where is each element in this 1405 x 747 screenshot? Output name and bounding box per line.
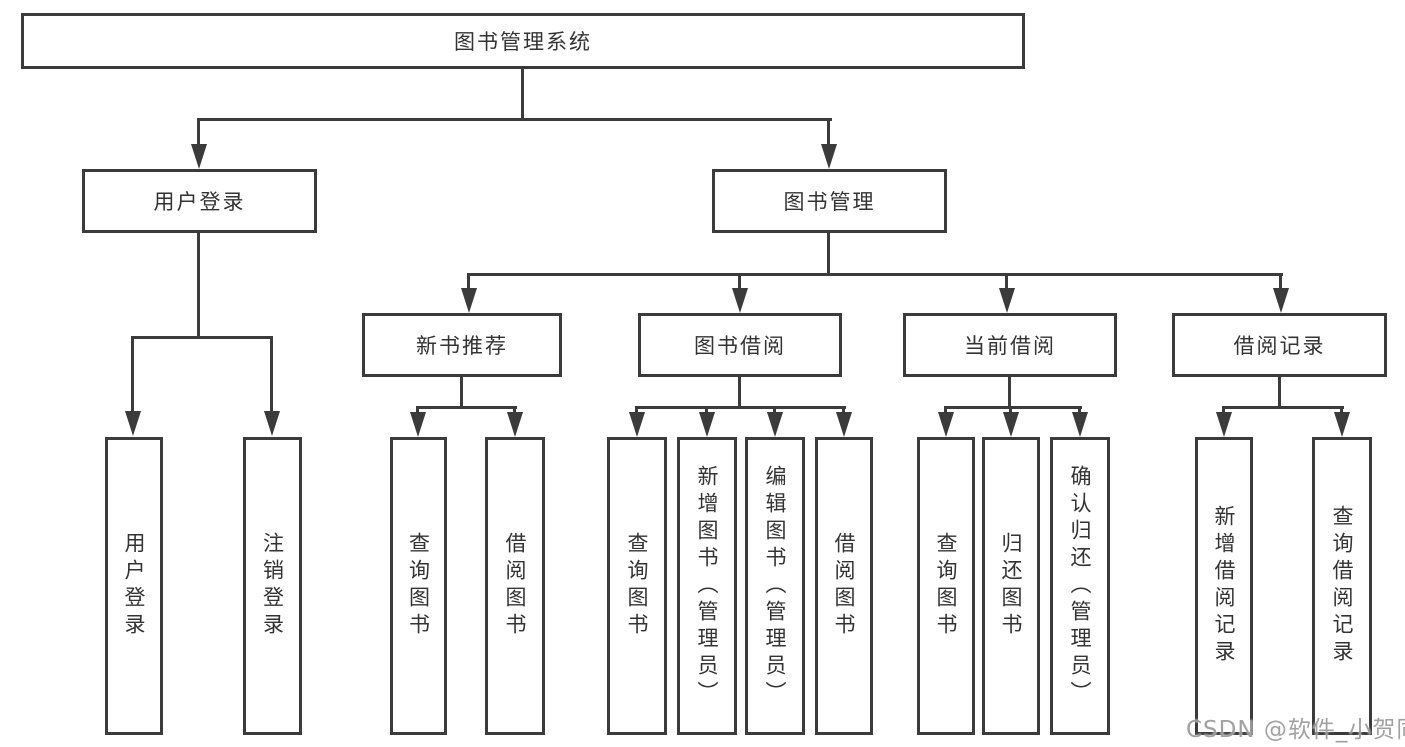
connector-stem <box>1340 406 1343 413</box>
node-label: 新书推荐 <box>416 334 508 358</box>
leaf-query-books-borrow: 查询图书 <box>607 437 667 735</box>
leaf-label: 借阅图书 <box>503 532 527 640</box>
connector-stem-book-borrow <box>738 273 741 289</box>
leaf-label: 新增图书（管理员） <box>695 464 719 708</box>
arrow-down-icon <box>125 411 141 436</box>
connector-new-book-trunk <box>460 377 463 407</box>
node-borrow-records: 借阅记录 <box>1172 313 1387 377</box>
connector-root-trunk <box>521 69 524 119</box>
leaf-confirm-return-admin: 确认归还（管理员） <box>1050 437 1110 735</box>
leaf-borrow-books-newbook: 借阅图书 <box>485 437 545 735</box>
connector-stem <box>944 406 947 413</box>
arrow-down-icon <box>767 412 783 437</box>
connector-stem <box>1009 406 1012 413</box>
arrow-down-icon <box>821 144 837 169</box>
arrow-down-icon <box>410 412 426 437</box>
leaf-label: 归还图书 <box>999 532 1023 640</box>
leaf-label: 新增借阅记录 <box>1212 505 1236 667</box>
arrow-down-icon <box>461 288 477 313</box>
connector-book-borrow-trunk <box>738 377 741 407</box>
node-current-borrow: 当前借阅 <box>903 313 1117 377</box>
node-label: 借阅记录 <box>1233 334 1326 358</box>
node-label: 图书借阅 <box>694 334 786 358</box>
arrow-down-icon <box>1003 412 1019 437</box>
leaf-label: 查询图书 <box>934 532 958 640</box>
arrow-down-icon <box>507 412 523 437</box>
connector-user-login-rail <box>131 336 273 339</box>
leaf-label: 查询图书 <box>625 532 649 640</box>
connector-stem-book-mgmt <box>827 118 830 145</box>
connector-stem <box>1222 406 1225 413</box>
node-label: 当前借阅 <box>964 334 1056 358</box>
node-label: 用户登录 <box>153 190 246 214</box>
leaf-edit-books-admin: 编辑图书（管理员） <box>745 437 805 735</box>
arrow-down-icon <box>1072 412 1088 437</box>
connector-stem <box>513 406 516 413</box>
node-new-book-recommend: 新书推荐 <box>362 313 562 377</box>
leaf-query-books-newbook: 查询图书 <box>390 437 447 735</box>
connector-borrow-records-rail <box>1222 406 1344 409</box>
connector-stem <box>842 406 845 413</box>
connector-new-book-rail <box>416 406 517 409</box>
arrow-down-icon <box>1216 412 1232 437</box>
leaf-label: 查询借阅记录 <box>1330 505 1354 667</box>
leaf-label: 确认归还（管理员） <box>1068 464 1092 708</box>
leaf-label: 注销登录 <box>260 532 285 640</box>
connector-book-mgmt-trunk <box>827 232 830 274</box>
csdn-watermark: CSDN @软件_小贺同学 <box>1186 717 1405 743</box>
connector-level2-rail <box>467 273 1283 276</box>
node-book-borrow: 图书借阅 <box>638 313 842 377</box>
connector-stem-new-book <box>467 273 470 289</box>
connector-current-borrow-rail <box>944 406 1082 409</box>
node-label: 图书管理系统 <box>454 30 592 54</box>
connector-book-borrow-rail <box>635 406 846 409</box>
connector-stem-leaf-logout <box>270 336 273 412</box>
connector-stem <box>635 406 638 413</box>
leaf-label: 编辑图书（管理员） <box>763 464 787 708</box>
arrow-down-icon <box>629 412 645 437</box>
connector-stem-leaf-user-login <box>131 336 134 412</box>
connector-stem-borrow-records <box>1279 273 1282 289</box>
node-user-login: 用户登录 <box>82 169 317 233</box>
leaf-label: 用户登录 <box>122 532 146 640</box>
arrow-down-icon <box>1334 412 1350 437</box>
arrow-down-icon <box>938 412 954 437</box>
connector-stem <box>416 406 419 413</box>
leaf-logout: 注销登录 <box>243 437 302 735</box>
node-library-management-system: 图书管理系统 <box>21 13 1025 69</box>
connector-stem <box>773 406 776 413</box>
arrow-down-icon <box>999 288 1015 313</box>
arrow-down-icon <box>264 411 280 436</box>
arrow-down-icon <box>836 412 852 437</box>
leaf-query-borrow-record: 查询借阅记录 <box>1312 437 1372 735</box>
arrow-down-icon <box>732 288 748 313</box>
connector-stem <box>1078 406 1081 413</box>
connector-stem-user-login <box>197 118 200 145</box>
leaf-user-login: 用户登录 <box>105 437 163 735</box>
leaf-label: 查询图书 <box>406 532 431 640</box>
leaf-add-books-admin: 新增图书（管理员） <box>677 437 737 735</box>
leaf-add-borrow-record: 新增借阅记录 <box>1195 437 1253 735</box>
connector-user-login-trunk <box>197 233 200 336</box>
connector-stem <box>705 406 708 413</box>
connector-level1-rail <box>197 118 832 121</box>
leaf-return-books: 归还图书 <box>982 437 1040 735</box>
connector-stem-current-borrow <box>1005 273 1008 289</box>
node-book-management: 图书管理 <box>712 169 947 233</box>
leaf-borrow-books: 借阅图书 <box>815 437 873 735</box>
connector-current-borrow-trunk <box>1008 377 1011 407</box>
connector-borrow-records-trunk <box>1278 377 1281 407</box>
node-label: 图书管理 <box>783 190 876 214</box>
arrow-down-icon <box>1273 288 1289 313</box>
leaf-query-books-current: 查询图书 <box>917 437 975 735</box>
arrow-down-icon <box>699 412 715 437</box>
leaf-label: 借阅图书 <box>832 532 856 640</box>
arrow-down-icon <box>191 144 207 169</box>
